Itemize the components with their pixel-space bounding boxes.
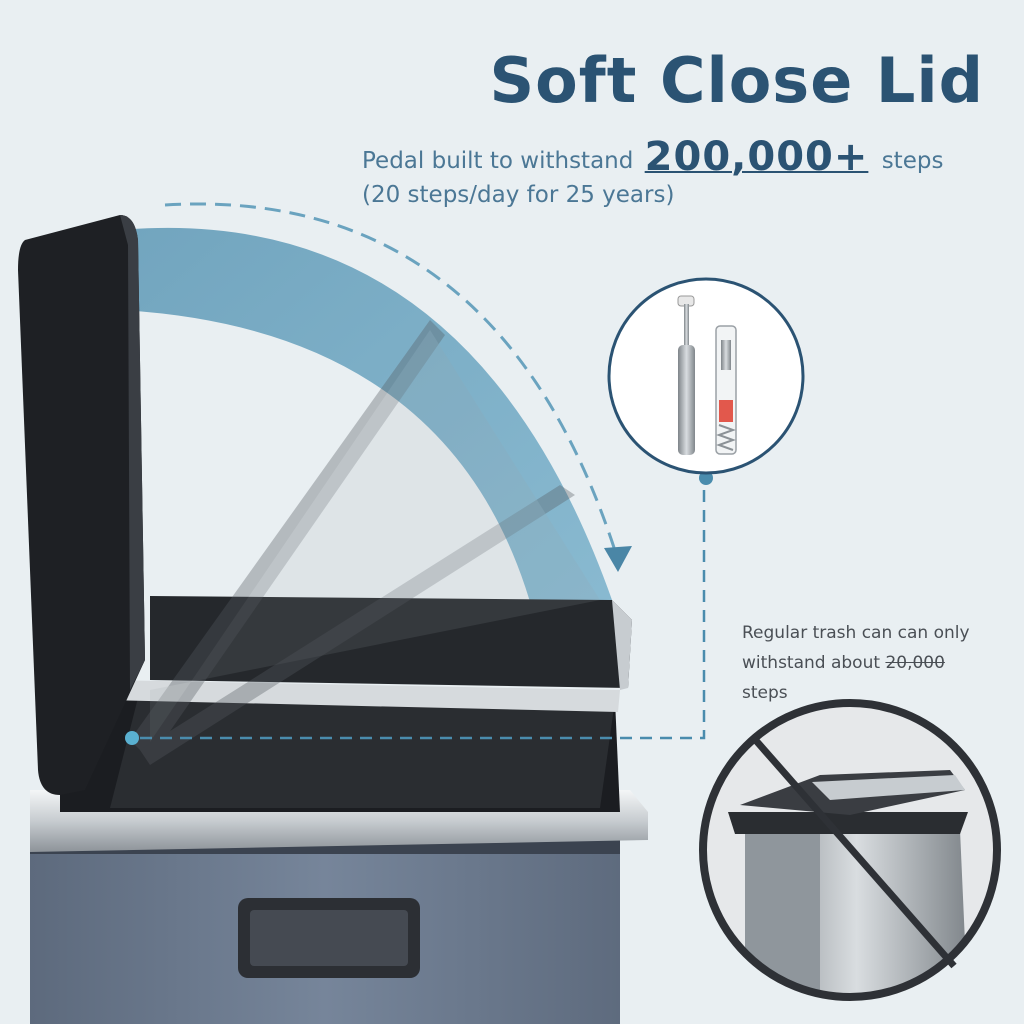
pedal-detail: (20 steps/day for 25 years) [362,182,675,208]
page-title: Soft Close Lid [489,44,984,117]
comparison-suffix: steps [742,683,788,703]
lid-motion-ghosts [130,320,600,765]
lid-motion-band [120,227,612,640]
open-lid [18,215,145,795]
comparison-note: Regular trash can can only withstand abo… [742,618,1012,708]
comparison-text: Regular trash can can only withstand abo… [742,623,970,673]
prohibited-icon [749,733,957,969]
dashed-arc-arrow [164,202,632,572]
leader-lines [140,476,706,740]
pedal-prefix: Pedal built to withstand [362,148,634,174]
pedal-step-count: 200,000+ [644,134,869,180]
comparison-step-count: 20,000 [885,653,945,673]
pedal-suffix: steps [881,148,944,174]
soft-close-hinge-icon [607,277,805,475]
pedal-durability-text: Pedal built to withstand 200,000+ steps … [362,137,1002,212]
leader-dot [699,471,713,485]
trash-can [30,596,648,1024]
